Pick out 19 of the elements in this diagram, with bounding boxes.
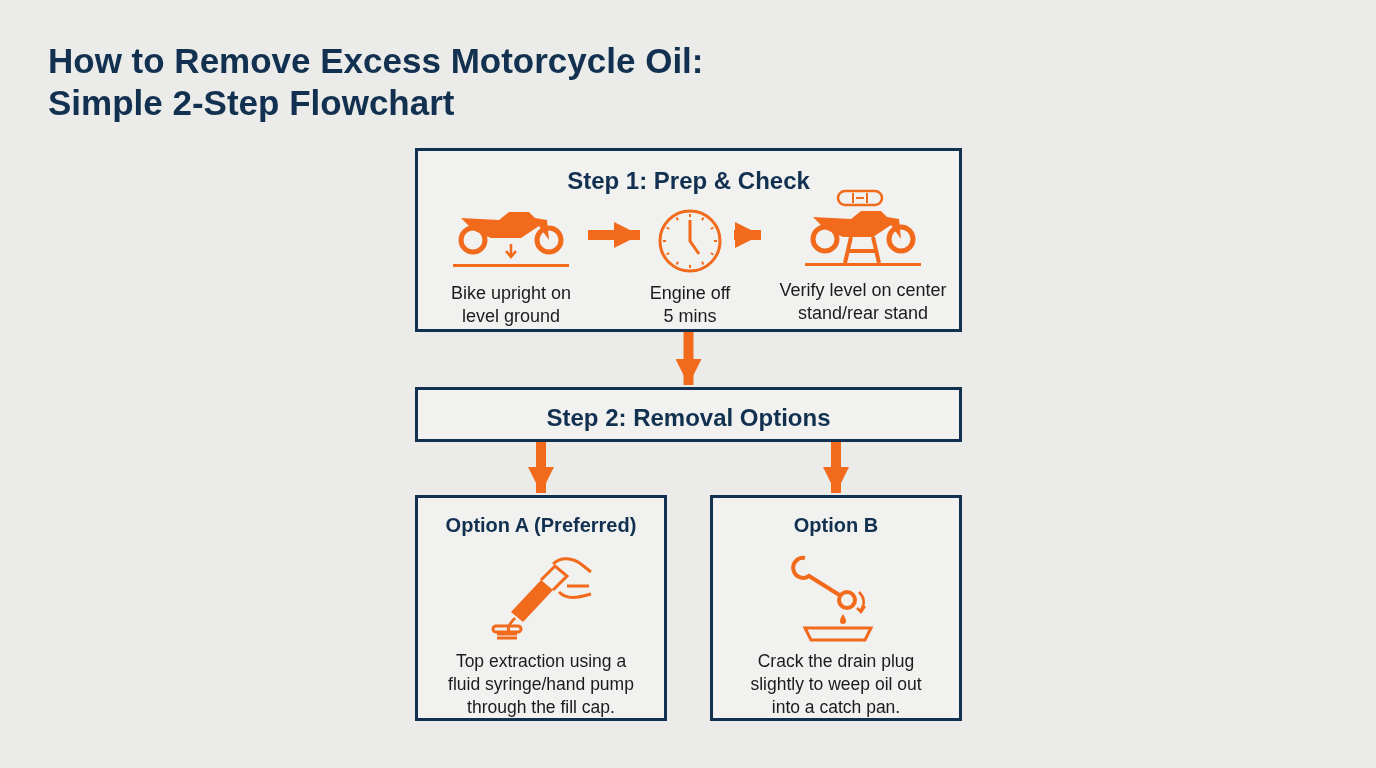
arrow [675, 332, 702, 385]
title: How to Remove Excess Motorcycle Oil: Simple 2-Step Flowchart [48, 40, 705, 124]
arrow [823, 442, 849, 493]
box-description: Top extraction using a fluid syringe/hand pump through the fill cap. [447, 650, 635, 719]
box-heading: Option A (Preferred) [445, 513, 637, 538]
step-box [415, 387, 962, 442]
step-panel [415, 148, 962, 332]
option-box [415, 495, 667, 721]
arrow [528, 442, 554, 493]
step-label: Engine off 5 mins [648, 282, 732, 328]
option-box [710, 495, 962, 721]
box-heading: Option B [793, 513, 879, 538]
box-description: Crack the drain plug slightly to weep oil out into a catch pan. [749, 650, 923, 719]
step-label: Bike upright on level ground [449, 282, 573, 328]
arrow [734, 222, 761, 248]
box-heading: Step 2: Removal Options [546, 403, 831, 433]
step-label: Verify level on center stand/rear stand [778, 279, 948, 325]
arrow [588, 222, 640, 248]
box-heading: Step 1: Prep & Check [567, 166, 810, 196]
